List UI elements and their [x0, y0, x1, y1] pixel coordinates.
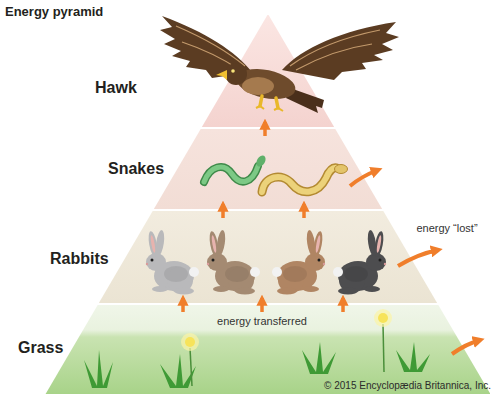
level-label: Grass [18, 338, 63, 357]
label-holder: © 2015 Encyclopædia Britannica, Inc. [324, 380, 491, 392]
band-fill [154, 129, 382, 209]
energy-arrow [341, 298, 345, 312]
grass-figures [374, 309, 392, 327]
band-fill [46, 305, 491, 394]
energy-arrow [260, 298, 264, 312]
energy-arrow [181, 298, 185, 312]
energy-arrow [302, 204, 306, 218]
grass-figures [378, 313, 388, 323]
band-fill [202, 15, 334, 127]
flow-note: energy “lost” [416, 222, 477, 235]
diagram-title: Energy pyramid [5, 4, 103, 20]
band-shape [93, 15, 334, 127]
hawk-figure [216, 70, 227, 80]
grass-figures [185, 337, 195, 347]
energy-arrow [263, 122, 267, 136]
hawk-figure [231, 69, 235, 73]
copyright-note: © 2015 Encyclopædia Britannica, Inc. [324, 380, 491, 392]
snake-figures [335, 165, 348, 174]
energy-arrow [221, 204, 225, 218]
label-holder: energy “lost” [416, 222, 477, 235]
trophic-level-band: Snakes [106, 129, 382, 209]
level-label: Hawk [95, 78, 137, 97]
level-label: Snakes [108, 159, 164, 178]
flow-note: energy transferred [217, 315, 307, 328]
trophic-level-band: Hawk [93, 15, 334, 127]
level-label: Rabbits [50, 249, 109, 268]
trophic-level-band: Rabbits [48, 211, 437, 303]
title-holder: Energy pyramid [5, 4, 103, 20]
grass-figures [181, 333, 199, 351]
band-fill [99, 211, 437, 303]
label-holder: energy transferred [217, 315, 307, 328]
grass-figures [383, 324, 384, 372]
hawk-figure [242, 77, 274, 95]
hawk-figure [225, 63, 247, 85]
